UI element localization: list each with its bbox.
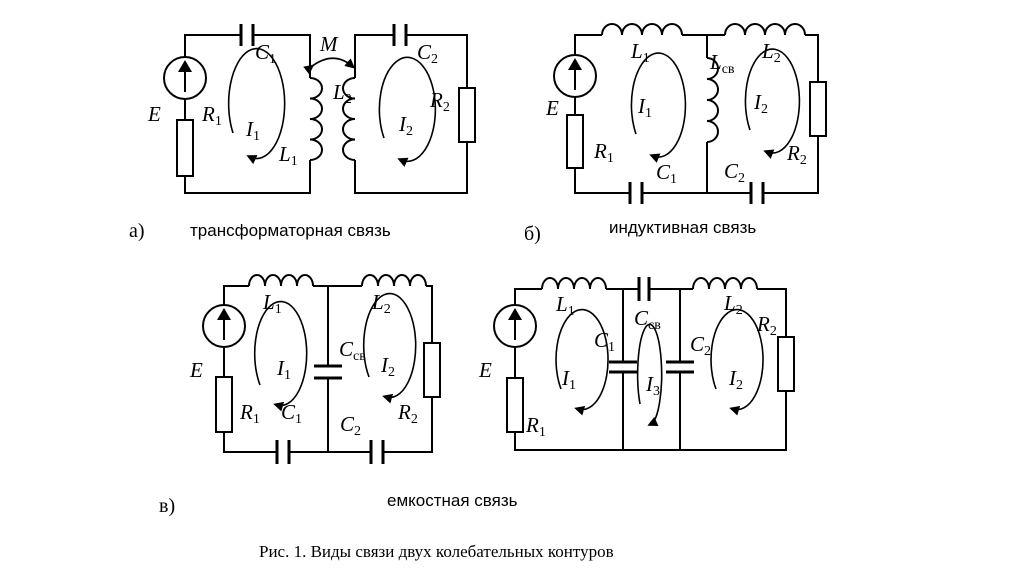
resistor-r1 [215, 376, 233, 433]
inductor-l2 [342, 77, 356, 161]
caption-a: трансформаторная связь [190, 221, 391, 240]
current-loop-i1-icon [227, 47, 286, 165]
current-loop-i1-icon [253, 300, 308, 412]
label-c1: C1 [255, 40, 276, 67]
label-l2: L2 [332, 80, 352, 107]
resistor-r2 [777, 336, 795, 392]
resistor-r1 [566, 114, 584, 169]
inductor-l1 [601, 23, 683, 36]
label-i1: I1 [561, 366, 576, 393]
capacitor-c1 [609, 360, 637, 374]
capacitor-c1 [239, 24, 255, 46]
inductor-l1 [309, 77, 323, 161]
label-c2: C2 [340, 412, 361, 439]
resistor-r1 [176, 119, 194, 177]
inductor-l2 [724, 23, 806, 36]
inductor-lsv [706, 57, 719, 143]
current-loop-i1-icon [630, 52, 687, 163]
label-i1: I1 [276, 356, 291, 383]
label-r1: R1 [525, 413, 546, 440]
voltage-source-icon [493, 304, 537, 348]
label-e: E [478, 358, 492, 382]
label-e: E [545, 96, 559, 120]
voltage-source-icon [163, 56, 207, 100]
figure-caption: Рис. 1. Виды связи двух колебательных ко… [259, 542, 614, 561]
capacitor-c1 [628, 182, 644, 204]
label-r1: R1 [239, 400, 260, 427]
resistor-r2 [809, 81, 827, 137]
label-r2: R2 [397, 400, 418, 427]
capacitor-c2 [666, 360, 694, 374]
label-i1: I1 [637, 94, 652, 121]
circuit-v-right-capacitive: E L1 L2 R2 Cсв C1 C2 I1 I3 I2 R1 [478, 277, 795, 451]
label-c2: C2 [690, 332, 711, 359]
label-c1: C1 [281, 400, 302, 427]
label-i1: I1 [245, 117, 260, 144]
label-l2: L2 [371, 290, 391, 317]
label-m: M [319, 32, 339, 56]
label-i2: I2 [398, 112, 413, 139]
current-loop-i2-icon [378, 56, 437, 167]
current-loop-i3-icon [636, 323, 663, 426]
caption-v: емкостная связь [387, 491, 518, 510]
circuit-v-left-capacitive: E L1 L2 Cсв I1 I2 R1 C1 C2 R2 в) емкостн… [159, 274, 518, 517]
marker-b: б) [524, 223, 541, 245]
label-r2: R2 [786, 141, 807, 168]
label-c2: C2 [724, 159, 745, 186]
capacitor-c2 [369, 440, 385, 464]
label-i2: I2 [728, 366, 743, 393]
current-loop-i2-icon [710, 308, 764, 416]
capacitor-csv [637, 277, 651, 301]
label-e: E [189, 358, 203, 382]
label-csv: Cсв [634, 306, 661, 333]
label-r1: R1 [201, 102, 222, 129]
label-l1: L1 [278, 142, 298, 169]
label-l1: L1 [262, 290, 282, 317]
label-i2: I2 [753, 90, 768, 117]
marker-a: а) [129, 220, 145, 242]
voltage-source-icon [553, 54, 597, 98]
label-l2: L2 [723, 291, 743, 318]
mutual-inductance-arrow-icon [303, 57, 356, 75]
label-c2: C2 [417, 40, 438, 67]
resistor-r1 [506, 377, 524, 433]
capacitor-c1 [275, 440, 291, 464]
marker-v: в) [159, 495, 175, 517]
label-i2: I2 [380, 353, 395, 380]
resistor-r2 [458, 87, 476, 143]
label-e: E [147, 102, 161, 126]
label-l1: L1 [555, 292, 575, 319]
inductor-l1 [248, 274, 314, 287]
current-loop-i2-icon [362, 292, 417, 404]
current-loop-i2-icon [744, 48, 801, 159]
circuit-b-inductive: E L1 L2 Lсв I1 I2 R1 R2 C1 C2 б) индукти… [524, 23, 827, 245]
label-r1: R1 [593, 139, 614, 166]
label-l1: L1 [630, 39, 650, 66]
inductor-l1 [541, 277, 607, 290]
label-r2: R2 [429, 88, 450, 115]
resistor-r2 [423, 342, 441, 398]
label-r2: R2 [756, 312, 777, 339]
label-l2: L2 [761, 39, 781, 66]
caption-b: индуктивная связь [609, 218, 756, 237]
inductor-l2 [361, 274, 427, 287]
circuit-a-transformer: E C1 M C2 R1 I1 L1 L2 I2 R2 а) трансформ… [129, 24, 476, 242]
capacitor-csv [314, 364, 342, 380]
label-c1: C1 [656, 160, 677, 187]
label-lsv: Lсв [709, 50, 735, 77]
label-i3: I3 [645, 372, 660, 399]
capacitor-c2 [392, 24, 408, 46]
voltage-source-icon [202, 304, 246, 348]
capacitor-c2 [749, 182, 765, 204]
label-c1: C1 [594, 328, 615, 355]
current-loop-i1-icon [555, 308, 609, 416]
label-csv: Cсв [339, 337, 366, 364]
inductor-l2 [692, 277, 758, 290]
